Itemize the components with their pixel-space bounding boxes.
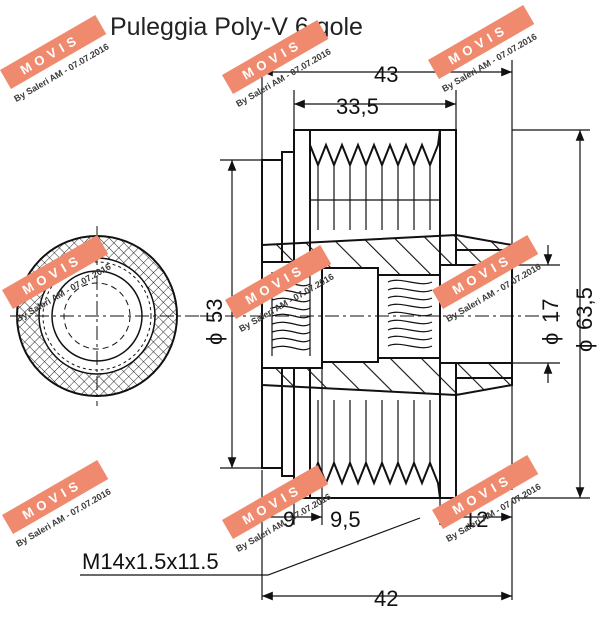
dim-bore-diameter: 53 [202, 299, 227, 323]
dimension-lines [80, 60, 590, 601]
end-view [10, 226, 200, 406]
watermark-7: MOVIS By Saleri AM - 07.07.2016 [2, 460, 113, 549]
dim-inner-diameter: 17 [538, 299, 563, 323]
dim-outer-diameter: 63,5 [572, 287, 597, 330]
dim-diameter-symbol-outer: ϕ [572, 340, 597, 352]
thread-middle [387, 279, 433, 349]
dim-groove-width: 33,5 [336, 94, 379, 119]
dim-42: 42 [374, 586, 398, 611]
watermark-3: MOVIS By Saleri AM - 07.07.2016 [428, 5, 539, 94]
watermark-8: MOVIS By Saleri AM - 07.07.2016 [221, 465, 333, 554]
dim-9: 9 [283, 507, 295, 532]
section-view [200, 129, 560, 499]
watermark-1: MOVIS By Saleri AM - 07.07.2016 [0, 15, 111, 104]
dim-diameter-symbol-left: ϕ [202, 333, 227, 345]
dim-diameter-symbol-inner: ϕ [538, 333, 563, 345]
dim-total-width: 43 [374, 62, 398, 87]
dim-9-5: 9,5 [330, 507, 361, 532]
thread-spec-label: M14x1.5x11.5 [82, 549, 219, 574]
